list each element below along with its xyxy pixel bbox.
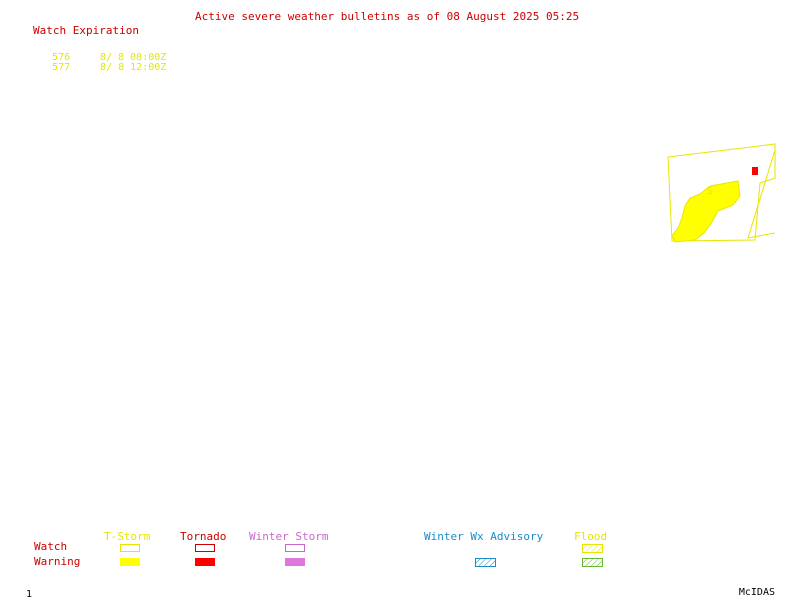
legend-tstorm-label: T-Storm xyxy=(104,530,151,543)
watch-row: 577 8/ 8 12:00Z xyxy=(40,51,166,73)
tornado-warning-area xyxy=(752,167,758,175)
legend-tornado-label: Tornado xyxy=(180,530,227,543)
watch-expiration: 8/ 8 08:00Z xyxy=(100,52,167,63)
map-label: S xyxy=(707,186,713,197)
watch-number: 577 xyxy=(52,62,71,73)
legend-row-warning-label: Warning xyxy=(34,555,81,568)
legend-flood-warning-swatch xyxy=(582,558,603,567)
legend-winter-wx-advisory-warning-swatch xyxy=(475,558,496,567)
page-title: Active severe weather bulletins as of 08… xyxy=(195,10,580,23)
legend-winter-wx-advisory-label: Winter Wx Advisory xyxy=(424,530,544,543)
app-name: McIDAS xyxy=(738,587,775,598)
tstorm-warning-area xyxy=(671,180,741,243)
watch-expiration: 8/ 8 12:00Z xyxy=(100,62,167,73)
legend-tstorm-warning-swatch xyxy=(120,558,140,566)
frame-number: 1 xyxy=(26,589,33,600)
watch-expiration-heading: Watch Expiration xyxy=(33,24,139,37)
legend-tornado-watch-swatch xyxy=(195,544,215,552)
legend-flood-watch-swatch xyxy=(582,544,603,553)
watch-576-outline xyxy=(667,143,776,242)
legend-flood-label: Flood xyxy=(574,530,608,543)
legend-winter-storm-label: Winter Storm xyxy=(249,530,329,543)
legend-winter-storm-warning-swatch xyxy=(285,558,305,566)
legend-tstorm-watch-swatch xyxy=(120,544,140,552)
watch-number: 576 xyxy=(52,52,71,63)
legend-winter-storm-watch-swatch xyxy=(285,544,305,552)
watch-row: 576 8/ 8 08:00Z xyxy=(40,41,166,63)
watch-577-outline xyxy=(747,149,776,239)
legend-tornado-warning-swatch xyxy=(195,558,215,566)
legend-row-watch-label: Watch xyxy=(34,540,68,553)
